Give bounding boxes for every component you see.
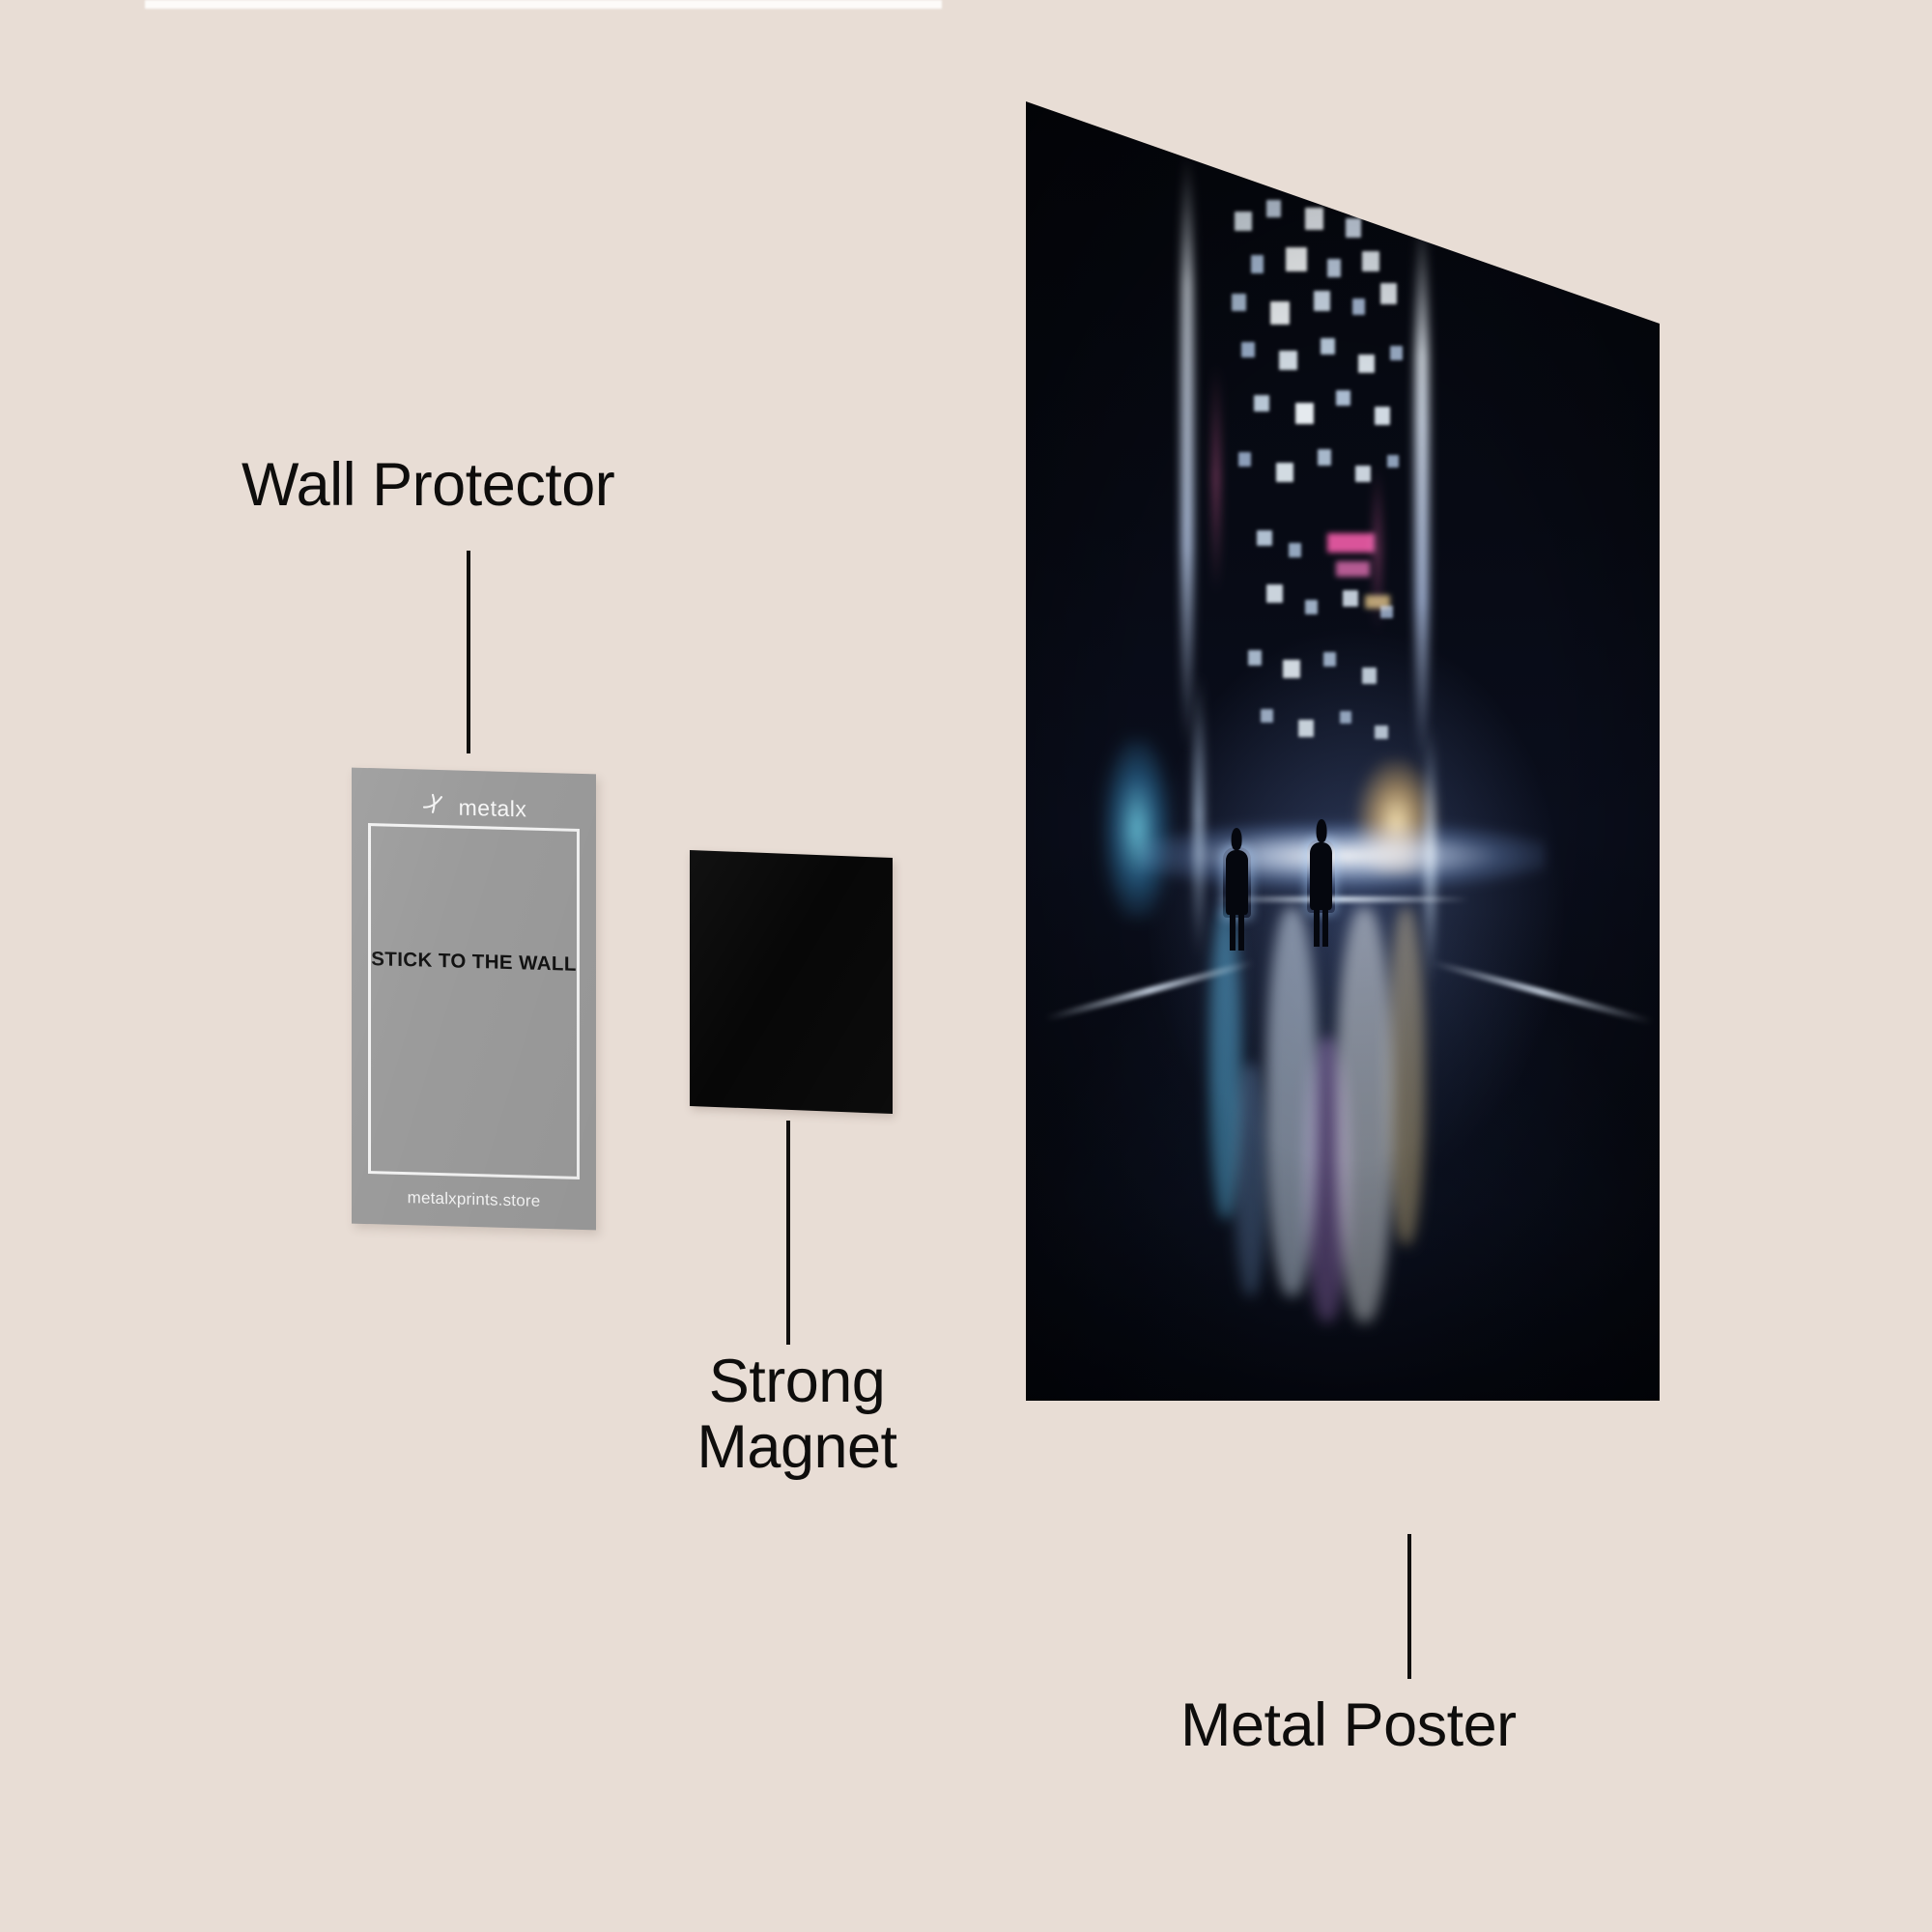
artwork-window-light: [1386, 454, 1399, 469]
artwork-window-light: [1339, 710, 1352, 724]
leader-line-metal-poster: [1407, 1534, 1411, 1679]
callout-label-wall-protector: Wall Protector: [242, 451, 615, 519]
artwork-window-light: [1317, 449, 1331, 466]
artwork-window-light: [1266, 200, 1281, 217]
artwork-figure-leg: [1313, 907, 1320, 948]
wall-protector-inner-frame: [368, 823, 580, 1179]
artwork-figure-head: [1316, 818, 1327, 842]
artwork-amber-glow: [1355, 757, 1438, 875]
callout-label-strong-magnet: Strong Magnet: [696, 1348, 897, 1482]
artwork-window-light: [1285, 246, 1308, 272]
artwork-road-reflection: [1304, 1037, 1350, 1323]
metal-poster-artwork: [1026, 101, 1660, 1401]
artwork-window-light: [1250, 254, 1264, 273]
artwork-window-light: [1374, 724, 1389, 740]
artwork-window-light: [1241, 341, 1255, 357]
metalx-logo-icon: [421, 793, 452, 821]
leader-line-wall-protector: [467, 551, 470, 753]
artwork-window-light: [1269, 301, 1290, 326]
artwork-window-light: [1323, 652, 1337, 668]
artwork-window-light: [1282, 660, 1301, 679]
artwork-window-light: [1380, 283, 1398, 304]
leader-line-strong-magnet: [786, 1121, 790, 1345]
wall-protector-website: metalxprints.store: [407, 1188, 541, 1210]
wall-protector-card[interactable]: metalx STICK TO THE WALL metalxprints.st…: [352, 767, 596, 1231]
artwork-window-light: [1304, 208, 1324, 231]
artwork-window-light: [1237, 452, 1251, 467]
artwork-window-light: [1326, 258, 1342, 277]
artwork-window-light: [1279, 351, 1297, 371]
artwork-light-streak: [1212, 361, 1220, 596]
artwork-window-light: [1380, 605, 1393, 619]
artwork-window-light: [1358, 355, 1376, 374]
artwork-light-streak: [1415, 218, 1430, 764]
artwork-window-light: [1314, 291, 1330, 311]
artwork-window-light: [1276, 462, 1293, 483]
artwork-light-streak: [1374, 465, 1380, 635]
artwork-neon-sign: [1336, 561, 1370, 578]
wall-protector-brand-logo: metalx: [352, 791, 596, 825]
artwork-window-light: [1361, 668, 1377, 684]
artwork-neon-sign: [1326, 532, 1375, 553]
artwork-window-light: [1390, 345, 1403, 360]
callout-label-metal-poster: Metal Poster: [1180, 1691, 1517, 1759]
artwork-window-light: [1235, 212, 1252, 232]
artwork-figure-body: [1225, 849, 1249, 915]
artwork-figure-left: [1225, 827, 1249, 951]
artwork-window-light: [1343, 589, 1358, 608]
artwork-window-light: [1257, 529, 1272, 546]
wall-protector-brand-name: metalx: [458, 794, 527, 821]
artwork-window-light: [1247, 649, 1263, 666]
artwork-street-rail: [1215, 896, 1470, 903]
metal-poster-panel[interactable]: [1026, 101, 1660, 1401]
artwork-window-light: [1294, 403, 1314, 424]
artwork-road-reflection: [1386, 906, 1426, 1245]
artwork-window-light: [1346, 218, 1361, 239]
artwork-figure-leg: [1322, 907, 1329, 948]
artwork-window-light: [1304, 600, 1319, 615]
artwork-window-light: [1254, 394, 1269, 412]
artwork-figure-right: [1309, 818, 1333, 948]
artwork-light-streak: [1180, 153, 1194, 752]
artwork-window-light: [1355, 465, 1371, 483]
artwork-window-light: [1374, 407, 1391, 425]
artwork-figure-body: [1309, 841, 1333, 910]
artwork-figure-head: [1231, 827, 1242, 850]
artwork-window-light: [1232, 294, 1247, 311]
artwork-horizon-glow: [1140, 822, 1546, 891]
artwork-window-light: [1361, 250, 1380, 272]
artwork-road-reflection: [1235, 1063, 1267, 1297]
artwork-window-light: [1351, 298, 1365, 315]
artwork-window-light: [1289, 543, 1302, 558]
artwork-figure-leg: [1238, 912, 1245, 951]
artwork-window-light: [1260, 709, 1273, 723]
artwork-window-light: [1266, 584, 1284, 604]
strong-magnet-square[interactable]: [690, 849, 893, 1115]
top-highlight-strip: [145, 0, 942, 9]
artwork-window-light: [1336, 389, 1350, 406]
artwork-window-light: [1298, 720, 1315, 737]
artwork-window-light: [1321, 337, 1336, 355]
artwork-figure-leg: [1229, 912, 1236, 951]
